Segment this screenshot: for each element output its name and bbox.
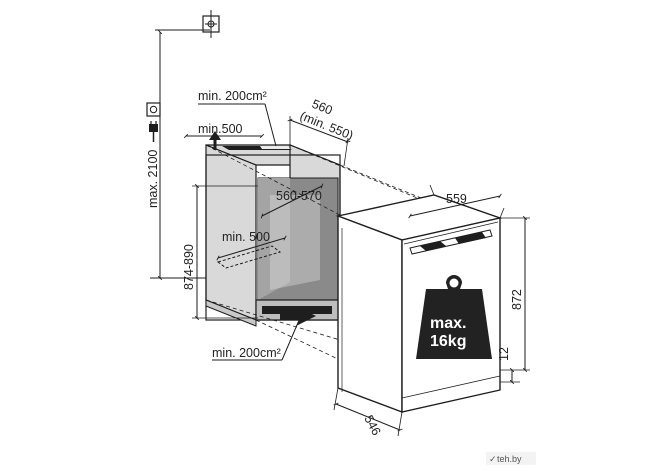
vent-top-depth-label: min.500	[198, 122, 243, 136]
plinth-height-label: 12	[497, 347, 511, 361]
floor-depth-label: min. 500	[222, 230, 270, 244]
floor-depth-dimension	[216, 235, 287, 261]
max-height-label: max. 2100	[146, 150, 160, 208]
vent-top-area-label: min. 200cm²	[198, 89, 267, 103]
niche-height-label: 874-890	[182, 244, 196, 290]
weight-line2: 16kg	[430, 333, 466, 350]
power-plug-icon	[149, 121, 158, 142]
weight-line1: max.	[430, 315, 466, 332]
floor-vent-strip	[216, 245, 282, 269]
ground-symbol-icon	[202, 10, 220, 38]
weight-icon: max. 16kg	[416, 275, 492, 359]
unit-width-label: 559	[446, 192, 467, 206]
unit-width-dimension	[408, 193, 502, 219]
unit-height-label: 872	[510, 289, 524, 310]
unit-depth-label: 546	[361, 413, 383, 438]
watermark: ✓ teh.by	[486, 452, 536, 465]
svg-text:teh.by: teh.by	[497, 454, 522, 464]
unit-depth-dimension	[333, 402, 403, 432]
niche-width-dimension	[287, 118, 351, 144]
power-socket-icon	[146, 102, 161, 117]
airflow-arrow-icon	[280, 306, 316, 326]
inner-width-label: 560-570	[276, 189, 322, 203]
top-vent-opening	[222, 146, 292, 150]
vent-bottom-area-label: min. 200cm²	[212, 346, 281, 360]
svg-text:✓: ✓	[489, 454, 497, 464]
inner-width-dimension	[260, 183, 324, 219]
